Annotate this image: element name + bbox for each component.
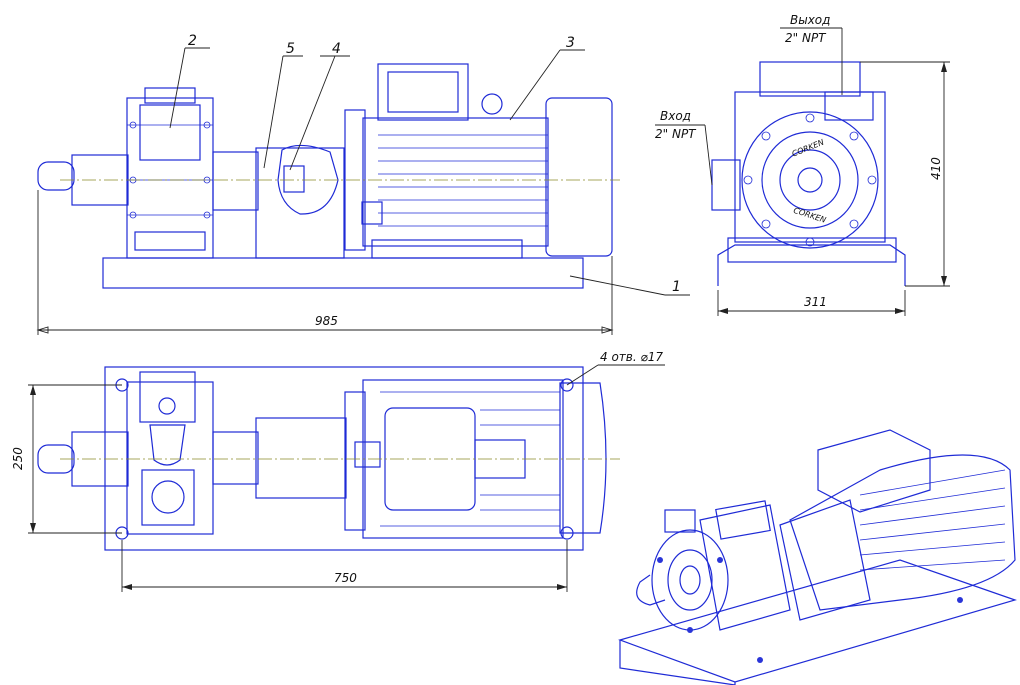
front-width-label: 311 bbox=[804, 295, 827, 309]
isometric-view bbox=[618, 429, 1017, 685]
front-view: CORKEN CORKEN 410 311 Выход 2" NPT Вход … bbox=[655, 13, 950, 316]
inlet-size: 2" NPT bbox=[655, 127, 697, 141]
top-base-plate bbox=[104, 366, 584, 551]
iso-motor-fins bbox=[859, 469, 1006, 571]
front-shaft bbox=[797, 167, 823, 193]
pump-head-block bbox=[139, 104, 201, 161]
terminal-box-lid bbox=[387, 71, 459, 113]
front-pump-housing bbox=[734, 91, 886, 243]
top-coupling-housing bbox=[255, 417, 347, 499]
iso-pump-cover bbox=[651, 529, 729, 631]
base-width-label: 250 bbox=[11, 447, 25, 470]
inlet-name: Вход bbox=[660, 109, 691, 123]
front-terminal-box bbox=[759, 61, 861, 97]
iso-base-plate bbox=[618, 559, 1017, 683]
part-label-1: 1 bbox=[672, 279, 681, 295]
iso-inlet-flange bbox=[664, 509, 696, 533]
top-pump-cover bbox=[149, 424, 186, 466]
coupling-housing bbox=[255, 147, 345, 259]
front-inlet-port bbox=[711, 159, 741, 211]
top-fan-cover bbox=[559, 382, 607, 534]
motor-feet bbox=[371, 239, 523, 259]
front-height-label: 410 bbox=[929, 157, 943, 180]
outlet-name: Выход bbox=[790, 13, 830, 27]
terminal-box bbox=[377, 63, 469, 121]
holes-callout: 4 отв. ⌀17 bbox=[600, 350, 663, 364]
front-brand-bottom: CORKEN bbox=[792, 206, 827, 225]
mount-hole-3 bbox=[560, 378, 574, 392]
top-pump-cap bbox=[139, 371, 196, 423]
top-coupling-neck bbox=[212, 431, 259, 485]
part-label-3: 3 bbox=[566, 35, 575, 51]
top-motor-clamp bbox=[354, 441, 381, 468]
iso-pump-body bbox=[699, 504, 791, 631]
front-pump-cover-inner bbox=[761, 131, 859, 229]
pump-top-cap bbox=[144, 87, 196, 104]
top-motor-flange bbox=[344, 391, 366, 531]
motor-cooling-fins bbox=[378, 134, 548, 227]
top-motor-fins bbox=[380, 391, 560, 527]
iso-outlet-flange bbox=[715, 500, 771, 540]
iso-coupling-housing bbox=[779, 499, 871, 621]
motor-body bbox=[362, 117, 549, 247]
side-view: 985 2 5 4 3 1 bbox=[36, 33, 690, 335]
top-view: 250 750 4 отв. ⌀17 bbox=[11, 350, 665, 592]
hole-spacing-label: 750 bbox=[334, 571, 357, 585]
pump-foot bbox=[134, 231, 206, 251]
iso-motor-body bbox=[789, 454, 1016, 611]
overall-length-label: 985 bbox=[315, 314, 338, 328]
front-feet bbox=[727, 237, 897, 263]
front-outlet-port bbox=[824, 91, 874, 121]
iso-shaft bbox=[636, 574, 666, 606]
shaft-nose bbox=[37, 161, 75, 191]
coupling-neck bbox=[212, 151, 259, 211]
coupling-cutout bbox=[277, 144, 339, 215]
part-label-4: 4 bbox=[332, 41, 341, 57]
part-label-2: 2 bbox=[188, 33, 197, 49]
front-pump-cover-outer bbox=[741, 111, 879, 249]
lifting-eye bbox=[481, 93, 503, 115]
top-inlet-flange bbox=[141, 469, 195, 526]
base-plate bbox=[102, 257, 584, 289]
front-base-frame bbox=[717, 244, 906, 286]
motor-fan-cover bbox=[545, 97, 613, 257]
part-label-5: 5 bbox=[286, 41, 295, 57]
motor-side-clamp bbox=[361, 201, 383, 225]
front-pump-hub bbox=[779, 149, 841, 211]
iso-terminal-box bbox=[817, 429, 931, 513]
coupling-jaw bbox=[283, 165, 305, 193]
front-brand-top: CORKEN bbox=[791, 138, 826, 159]
outlet-size: 2" NPT bbox=[785, 31, 827, 45]
